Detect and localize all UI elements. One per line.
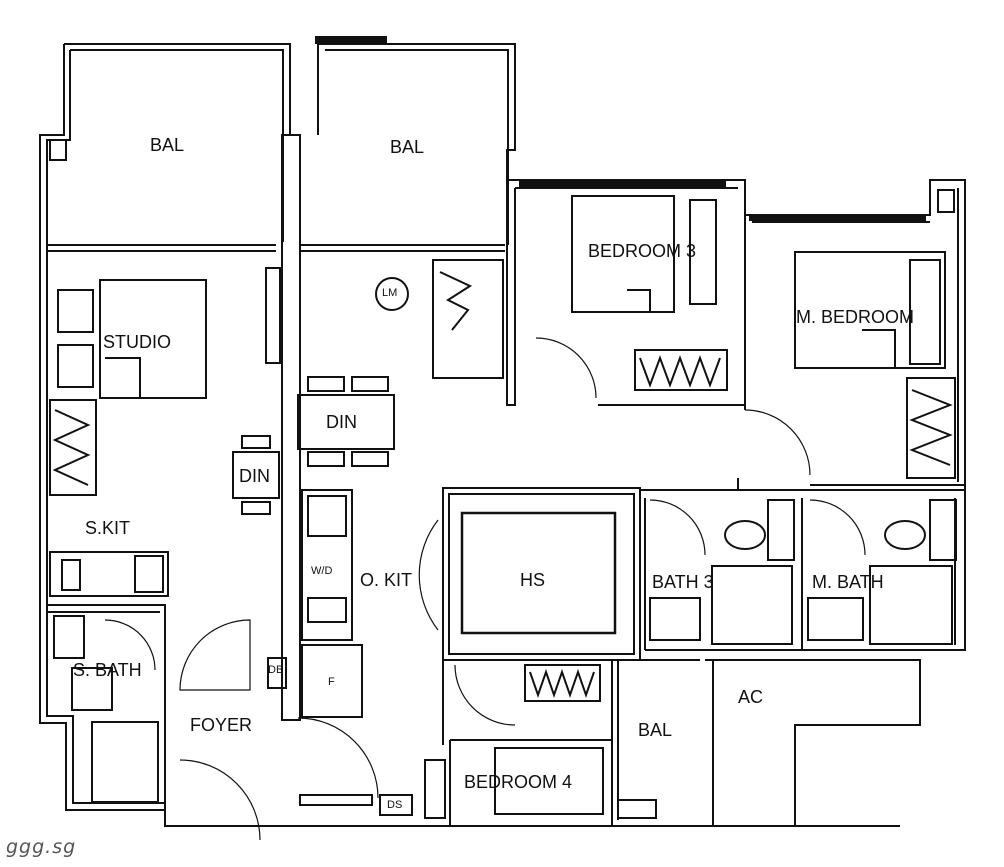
s-kit-counter [49, 551, 169, 597]
room-label-bedroom-3: BEDROOM 3 [588, 241, 697, 261]
watermark: ggg.sg [6, 836, 77, 858]
room-label-m-bath: M. BATH [812, 572, 884, 592]
bedroom-4-wardrobe [524, 664, 601, 702]
fixture-label-ds: DS [387, 799, 403, 811]
wall-outline-left [39, 43, 900, 827]
room-label-studio: STUDIO [103, 332, 172, 352]
kitchen-counter [301, 489, 353, 641]
master-bed [794, 251, 946, 369]
wall-ac [705, 659, 921, 826]
wall-baths [640, 478, 966, 651]
room-label-foyer: FOYER [190, 715, 253, 735]
master-window [749, 214, 926, 221]
lm-sofa [432, 259, 504, 379]
room-label-living: LM [382, 287, 398, 299]
wall-s-bath [47, 604, 166, 826]
din-1-table [297, 394, 395, 450]
wall-bedroom-4 [442, 660, 612, 826]
din-2-table [232, 451, 280, 499]
room-label-bath-3: BATH 3 [652, 572, 714, 592]
door-foyer [179, 619, 251, 691]
wall-master-bedroom [745, 179, 966, 491]
room-label-bal-2: BAL [390, 137, 425, 157]
room-label-hs: HS [520, 570, 546, 590]
room-label-ac: AC [738, 687, 764, 707]
bedroom-3-window [519, 181, 726, 188]
wall-bal-3 [611, 659, 700, 826]
door-o-kit [418, 519, 439, 631]
room-label-bal-1: BAL [150, 135, 185, 155]
lm-marker [375, 277, 409, 311]
room-label-bedroom-4: BEDROOM 4 [464, 772, 573, 792]
studio-wardrobe [49, 399, 97, 496]
room-label-s-bath: S. BATH [73, 660, 142, 680]
room-label-master-bedroom: M. BEDROOM [796, 307, 915, 327]
fixture-label-wd: W/D [311, 565, 333, 577]
room-label-s-kit: S.KIT [85, 518, 131, 538]
bedroom-3-bed [571, 195, 675, 313]
room-label-din-1: DIN [326, 412, 357, 432]
wall-central [281, 134, 301, 721]
hs-box [460, 511, 617, 635]
bal-2-rail [315, 36, 387, 44]
room-label-o-kit: O. KIT [360, 570, 413, 590]
fixture-label-db: DB [268, 664, 284, 676]
master-wardrobe [906, 377, 956, 479]
fridge [301, 644, 363, 718]
studio-bed [99, 279, 207, 399]
bal-sills [47, 244, 505, 252]
room-label-bal-3: BAL [638, 720, 673, 740]
room-label-din-2: DIN [239, 466, 270, 486]
bedroom-3-wardrobe [634, 349, 728, 391]
bedroom-4-bed [494, 747, 604, 815]
fixture-label-fridge: F [328, 676, 335, 688]
wall-bedroom-3 [506, 179, 746, 410]
